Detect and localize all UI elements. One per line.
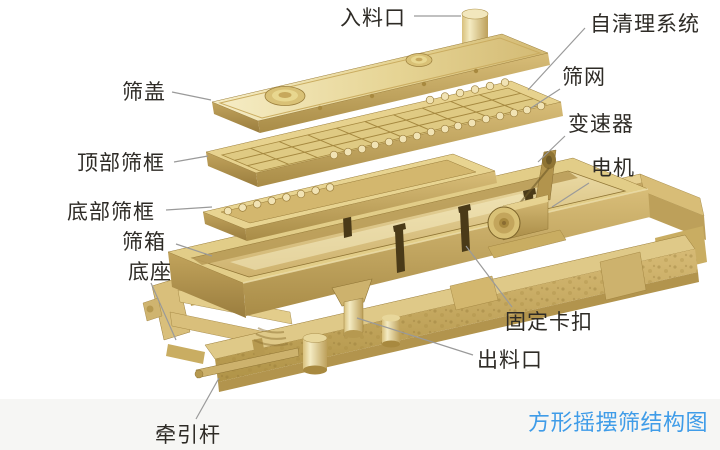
leader-lines: [150, 15, 590, 420]
label-gearbox: 变速器: [568, 112, 634, 136]
part-motor: [487, 194, 567, 259]
background-band: [0, 399, 720, 450]
label-screen-box: 筛箱: [122, 230, 166, 254]
label-inlet: 入料口: [340, 6, 406, 30]
label-traction-rod: 牵引杆: [155, 423, 221, 447]
label-base: 底座: [128, 260, 172, 284]
part-cleanout-dome: [264, 53, 433, 106]
part-bottom-screen-frame: [202, 153, 497, 241]
diagram-caption: 方形摇摆筛结构图: [528, 411, 709, 436]
part-cleaning-balls: [329, 78, 546, 160]
label-top-screen-frame: 顶部筛框: [77, 151, 165, 175]
part-top-screen-frame: [205, 78, 563, 187]
label-screen-cover: 筛盖: [122, 80, 166, 104]
label-motor: 电机: [591, 156, 635, 180]
part-inlet: [461, 8, 489, 44]
part-outlet: [253, 278, 373, 347]
label-fixing-clip: 固定卡扣: [505, 310, 593, 334]
label-self-cleaning: 自清理系统: [590, 12, 700, 36]
label-screen-mesh: 筛网: [562, 65, 606, 89]
label-outlet: 出料口: [477, 348, 543, 372]
label-bottom-screen-frame: 底部筛框: [67, 200, 155, 224]
part-screen-cover: [211, 8, 550, 133]
